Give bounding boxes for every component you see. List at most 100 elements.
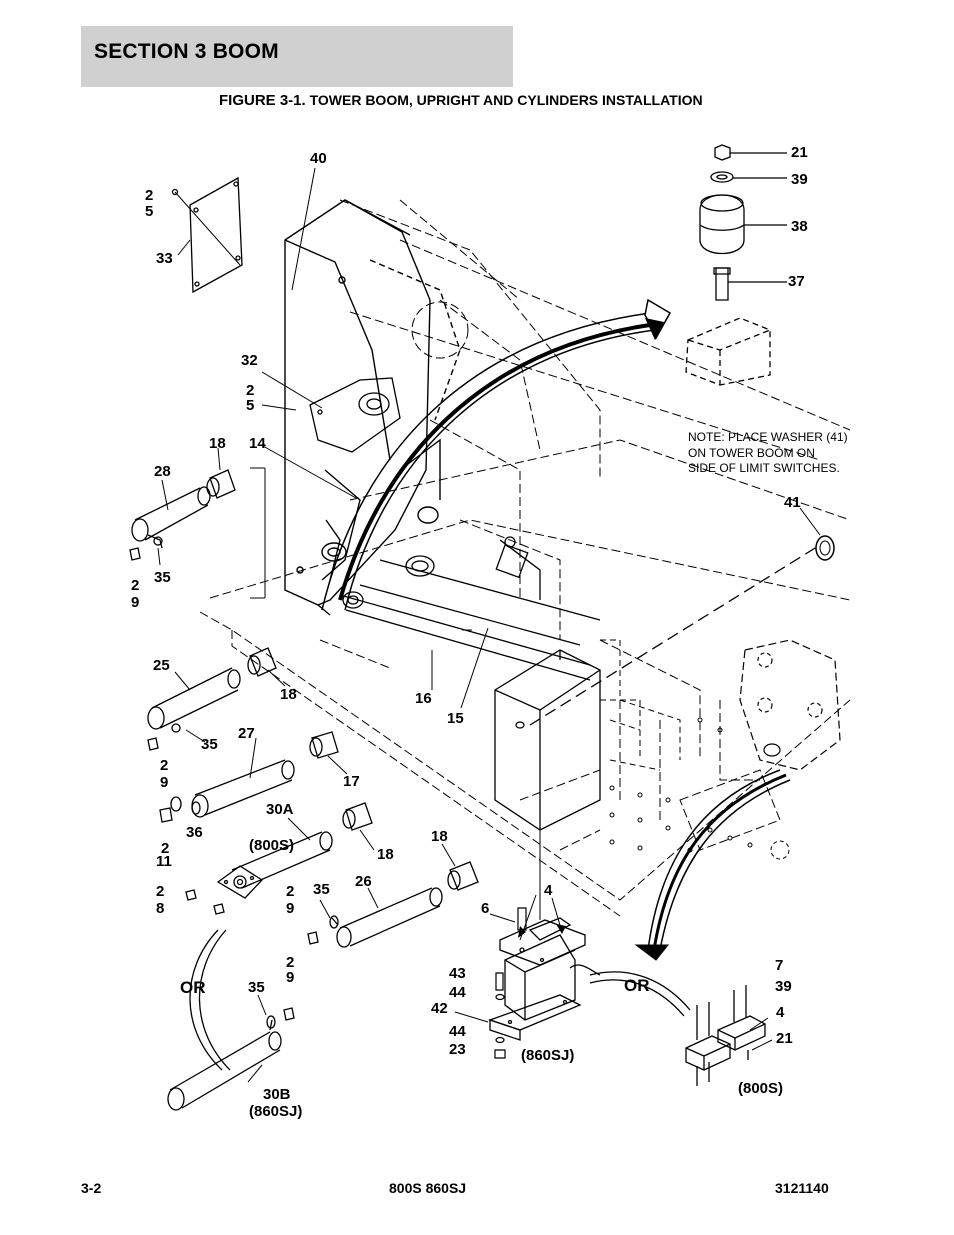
label-15: 15: [447, 710, 464, 727]
label-30b: 30B: [263, 1086, 291, 1103]
note-line-2: ON TOWER BOOM ON: [688, 445, 815, 460]
label-39-b: 39: [775, 978, 792, 995]
label-2-c: 2: [131, 577, 139, 594]
screw-29d: [283, 1007, 295, 1021]
screw-28: [185, 889, 197, 901]
label-37: 37: [788, 273, 805, 290]
access-panel-33: [171, 176, 243, 294]
label-4-a: 4: [544, 882, 553, 899]
label-2-e: 2: [161, 840, 169, 857]
label-40: 40: [310, 150, 327, 167]
cover-plate-32: [309, 377, 401, 453]
label-21-b: 21: [776, 1030, 793, 1047]
note-line-1: NOTE: PLACE WASHER (41): [688, 430, 848, 444]
label-39-top: 39: [791, 171, 808, 188]
section-title: SECTION 3 BOOM: [94, 40, 279, 63]
screw-29a: [129, 547, 141, 561]
label-28: 28: [154, 463, 171, 480]
limit-switch-area: [600, 639, 681, 771]
assembly-arrow-lower: [647, 769, 791, 951]
label-35-a: 35: [154, 569, 171, 586]
label-26: 26: [355, 873, 372, 890]
note-line-3: SIDE OF LIMIT SWITCHES.: [688, 461, 840, 475]
label-35-c: 35: [313, 881, 330, 898]
screw-29c: [307, 931, 319, 945]
label-16: 16: [415, 690, 432, 707]
bushing-18c: [342, 802, 373, 831]
label-2-h: 2: [286, 954, 294, 971]
bumper-stack: [685, 144, 787, 386]
label-18-a: 18: [209, 435, 226, 452]
tower-boom: [339, 199, 601, 640]
label-9-a: 9: [131, 594, 139, 611]
label-44-a: 44: [449, 984, 466, 1001]
label-33: 33: [156, 250, 173, 267]
label-32: 32: [241, 352, 258, 369]
label-or-right: OR: [624, 976, 650, 995]
label-2-f: 2: [156, 883, 164, 900]
leader-arrow-4a: [518, 926, 526, 938]
screw-28b: [213, 903, 225, 915]
label-25: 25: [153, 657, 170, 674]
screw-29b: [147, 737, 159, 751]
label-9-b: 9: [160, 774, 168, 791]
label-2-a: 2: [145, 187, 153, 204]
label-860sj-b: (860SJ): [249, 1103, 302, 1120]
figure-number: FIGURE 3-1.: [219, 92, 306, 109]
or-bracket-left: [189, 929, 231, 1071]
label-2-g: 2: [286, 883, 294, 900]
label-11: 11: [156, 853, 172, 870]
bolt-6: [517, 907, 527, 931]
leader-arrow-4b: [556, 924, 566, 934]
chassis-holes: [609, 717, 790, 860]
label-35-d: 35: [248, 979, 265, 996]
label-7: 7: [775, 957, 783, 974]
washer-41: [815, 535, 835, 561]
label-5-a: 5: [145, 203, 153, 220]
callout-labels: 40 21 39 38 37 2 5 33 32 2 5 18 14 28 35…: [131, 144, 808, 1120]
label-18-c: 18: [377, 846, 394, 863]
or-bracket-right: [569, 964, 691, 1017]
page-number: 3-2: [81, 1180, 102, 1196]
model-numbers: 800S 860SJ: [389, 1180, 467, 1196]
bushing-18d: [447, 861, 479, 891]
label-or-left: OR: [180, 978, 206, 997]
installation-note: NOTE: PLACE WASHER (41) ON TOWER BOOM ON…: [688, 430, 848, 477]
label-35-b: 35: [201, 736, 218, 753]
section-header-band: [81, 26, 513, 87]
figure-title: FIGURE 3-1. TOWER BOOM, UPRIGHT AND CYLI…: [219, 92, 703, 109]
cylinder-mount-860sj: [488, 917, 586, 1041]
label-9-c: 9: [286, 900, 294, 917]
label-23: 23: [449, 1041, 466, 1058]
pin-28: [131, 486, 211, 549]
label-9-d: 9: [286, 969, 294, 986]
label-6: 6: [481, 900, 489, 917]
pin-30b: [167, 1015, 282, 1111]
label-14: 14: [249, 435, 266, 452]
figure-title-text: TOWER BOOM, UPRIGHT AND CYLINDERS INSTAL…: [309, 92, 703, 108]
label-8: 8: [156, 900, 164, 917]
chassis-frame: [199, 239, 851, 917]
label-800s-a: (800S): [249, 837, 294, 854]
turntable-upright: [739, 639, 841, 771]
bushing-18a: [206, 469, 236, 499]
pin-26: [329, 887, 443, 948]
label-30a: 30A: [266, 801, 294, 818]
label-2-d: 2: [160, 757, 168, 774]
cylinder-mount-800s: [685, 985, 766, 1086]
label-43: 43: [449, 965, 466, 982]
pin-27: [191, 759, 295, 818]
label-2-b: 2: [246, 382, 254, 399]
upright-mount-block: [494, 649, 601, 831]
label-21-top: 21: [791, 144, 808, 161]
leader-lines: [157, 167, 821, 1083]
bushing-17: [309, 731, 339, 759]
pin-30a: [216, 831, 333, 899]
arrow-head-lower: [634, 944, 670, 961]
tower-cylinder: [339, 536, 601, 681]
document-number: 3121140: [775, 1180, 829, 1196]
label-42: 42: [431, 1000, 448, 1017]
hardware-43-44-23: [494, 972, 506, 1059]
assembly-arrow-upper: [321, 311, 659, 611]
